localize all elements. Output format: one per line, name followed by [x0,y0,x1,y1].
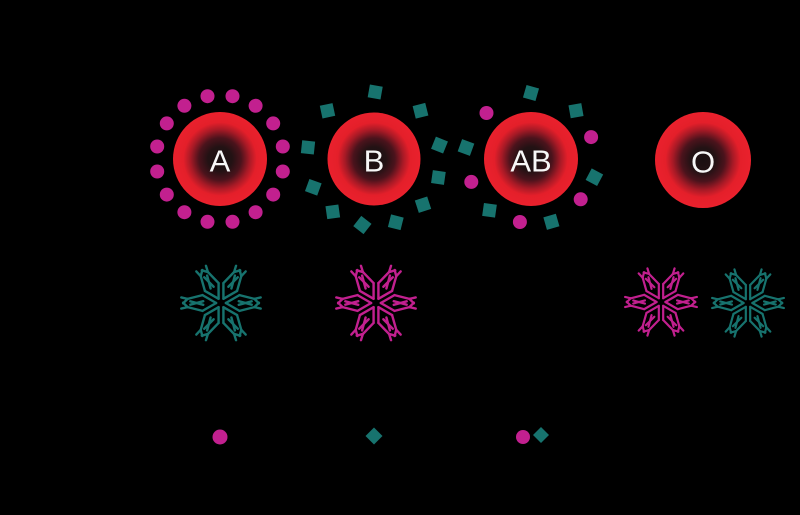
a-antigen-dot-icon [266,187,281,202]
red-blood-cell-icon [484,112,578,206]
red-blood-cell-icon [173,112,267,206]
a-antigen-dot-icon [225,214,240,229]
a-antigen-dot-icon [177,98,192,113]
b-antigen-square-icon [367,84,383,100]
blood-group-o-cell: O [655,112,751,208]
a-antigen-dot-icon [212,429,228,445]
b-antigen-square-icon [457,139,475,156]
a-antigen-dot-icon [150,139,165,154]
a-antigen-dot-icon [225,89,240,104]
b-antigen-square-icon [568,103,584,119]
b-antigen-square-icon [353,215,372,235]
red-blood-cell-icon [327,112,421,206]
blood-group-b-cell: B [327,112,421,206]
red-blood-cell-icon [655,112,751,208]
red-blood-cells-layer: A B AB O [173,112,751,208]
b-antigen-square-icon [431,170,446,185]
b-antigen-diamond-icon [365,427,383,445]
a-antigen-dot-icon [248,205,263,220]
surface-antigens-layer [150,84,604,235]
a-antigen-dot-icon [275,164,290,179]
blood-group-ab-cell: AB [484,112,578,206]
a-antigen-dot-icon [464,174,479,189]
b-antigen-square-icon [387,214,404,231]
a-antigen-dot-icon [584,130,599,145]
blood-group-a-cell: A [173,112,267,206]
b-antigen-diamond-icon [533,427,549,443]
b-antigen-square-icon [319,103,336,119]
a-antigen-dot-icon [200,214,215,229]
a-antigen-dot-icon [266,116,281,131]
a-antigen-dot-icon [200,89,215,104]
b-antigen-square-icon [325,204,341,220]
a-antigen-dot-icon [516,430,530,444]
b-antigen-square-icon [304,178,322,196]
a-antigen-dot-icon [275,139,290,154]
a-antigen-dot-icon [159,187,174,202]
a-antigen-dot-icon [177,205,192,220]
cell-label-ab: AB [510,144,551,179]
b-antigen-square-icon [414,196,432,213]
b-antigen-square-icon [543,213,560,230]
a-antigen-dot-icon [150,164,165,179]
cell-label-a: A [210,144,231,179]
b-antigen-square-icon [522,84,540,102]
b-antigen-square-icon [431,136,448,154]
b-antigen-square-icon [412,102,429,119]
b-antigen-square-icon [585,168,604,186]
a-antigen-dot-icon [159,116,174,131]
cell-label-o: O [691,145,715,180]
b-antigen-square-icon [300,140,316,155]
a-antigen-dot-icon [248,98,263,113]
cell-label-b: B [364,144,385,179]
a-antigen-dot-icon [573,192,588,207]
b-antigen-square-icon [482,202,497,218]
plasma-antigens-layer [212,427,549,445]
a-antigen-dot-icon [479,106,494,120]
a-antigen-dot-icon [512,215,527,229]
